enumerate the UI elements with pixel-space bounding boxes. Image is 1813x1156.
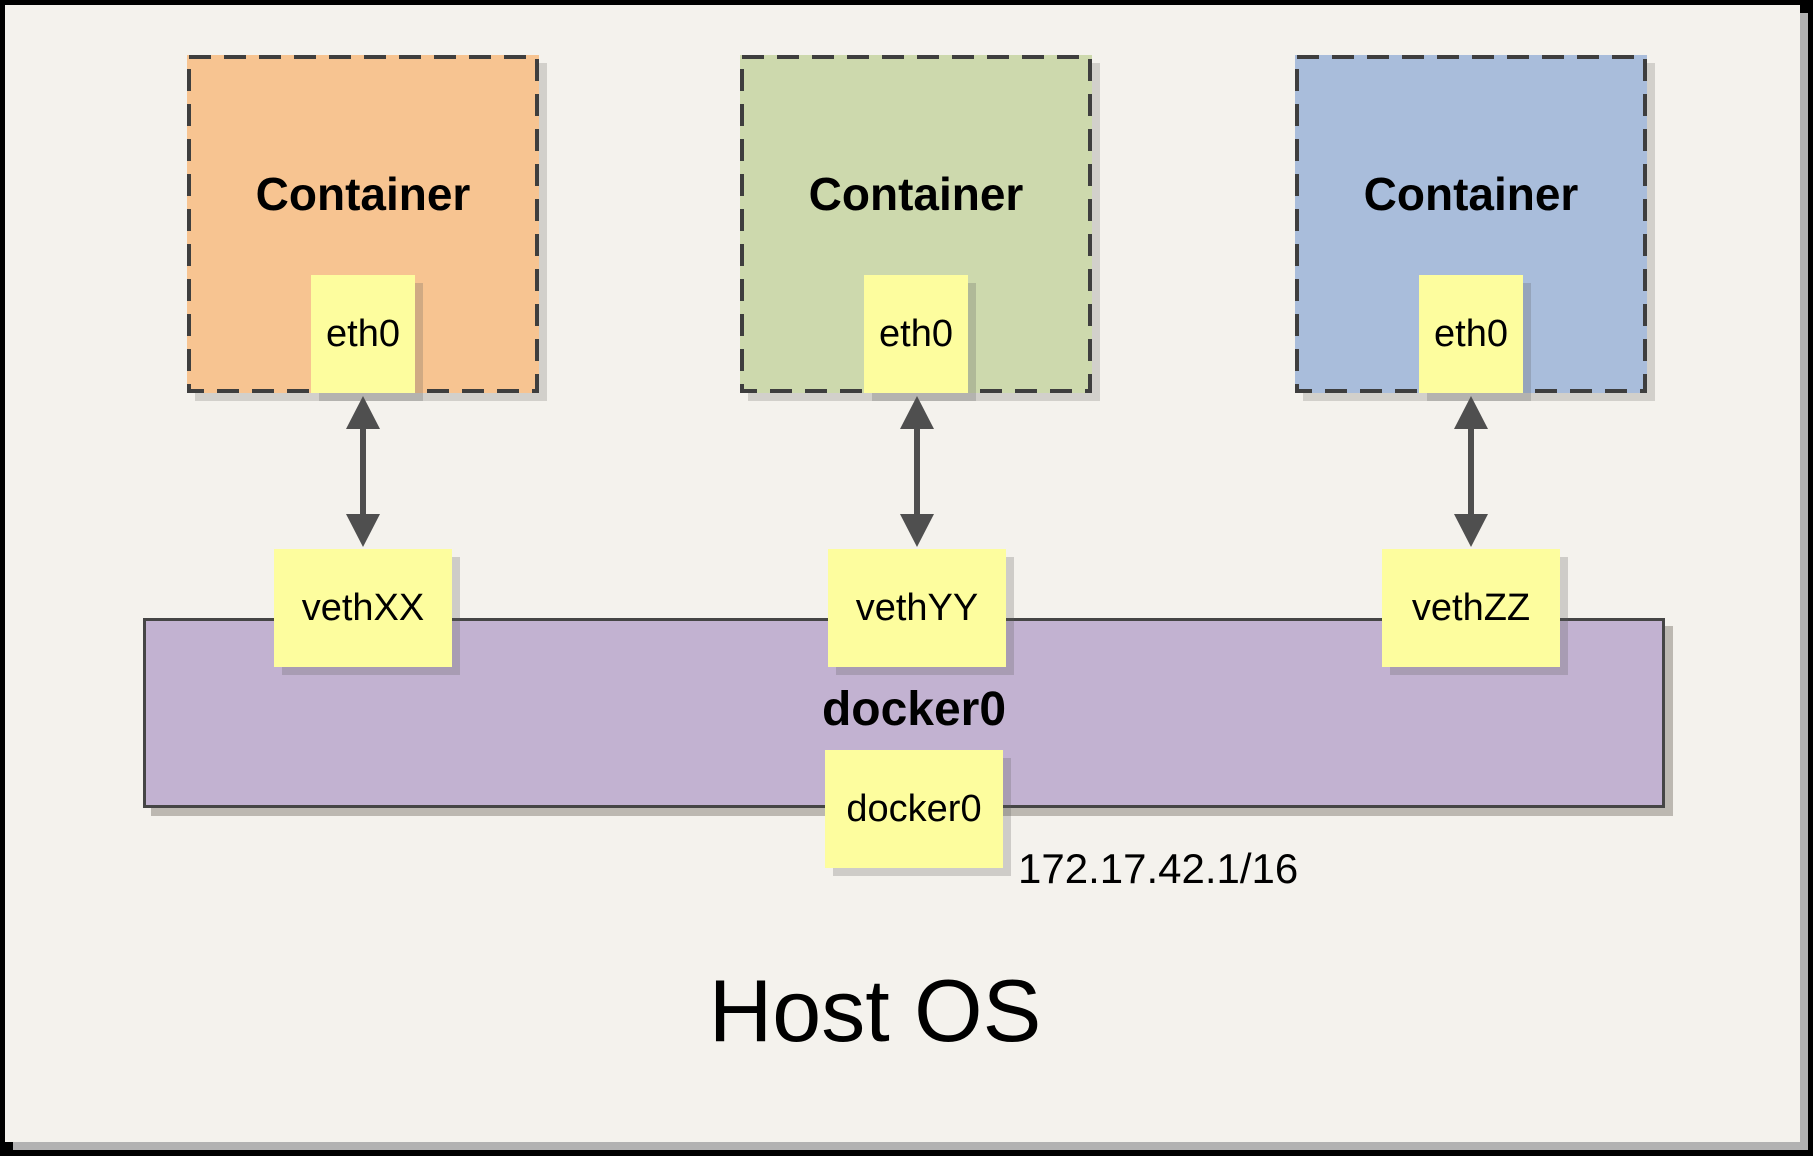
host-os-label: Host OS [708, 961, 1042, 1060]
eth0-interface-box-2: eth0 [864, 275, 968, 393]
container-label: Container [255, 168, 471, 220]
veth-box-1: vethXX [274, 549, 452, 667]
container-box-2: Container eth0 [740, 55, 1092, 393]
veth-arrow-1 [346, 396, 380, 547]
host-os-panel: Container eth0 Container eth0 Container … [5, 5, 1800, 1142]
veth-box-3: vethZZ [1382, 549, 1560, 667]
veth-arrow-3 [1454, 396, 1488, 547]
veth-box-2: vethYY [828, 549, 1006, 667]
eth0-label: eth0 [879, 313, 953, 355]
veth-arrow-2 [900, 396, 934, 547]
bridge-ip-label: 172.17.42.1/16 [1018, 845, 1299, 892]
container-box-3: Container eth0 [1295, 55, 1647, 393]
container-box-1: Container eth0 [187, 55, 539, 393]
veth-label: vethZZ [1411, 587, 1531, 629]
container-label: Container [808, 168, 1024, 220]
docker0-interface-label: docker0 [846, 788, 982, 830]
docker0-bridge-label: docker0 [821, 683, 1007, 736]
eth0-label: eth0 [1434, 313, 1508, 355]
docker0-interface-box: docker0 [825, 750, 1003, 868]
veth-label: vethXX [301, 587, 425, 629]
eth0-interface-box-1: eth0 [311, 275, 415, 393]
eth0-interface-box-3: eth0 [1419, 275, 1523, 393]
container-label: Container [1363, 168, 1579, 220]
veth-label: vethYY [855, 587, 979, 629]
eth0-label: eth0 [326, 313, 400, 355]
